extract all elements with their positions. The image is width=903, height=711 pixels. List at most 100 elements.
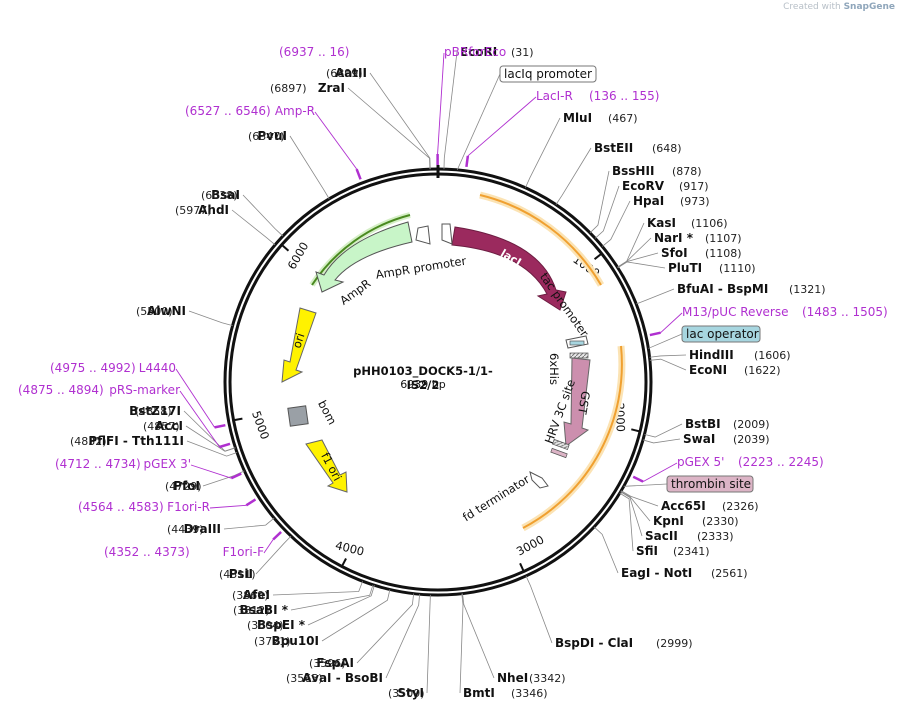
site-leader-line: [183, 410, 236, 452]
lac-operator-mark: [569, 340, 585, 346]
site-name: BsaI: [211, 188, 240, 202]
boxed-leader: [648, 333, 683, 349]
site-position: (2039): [733, 433, 770, 446]
site-position: (1108): [705, 247, 742, 260]
primer-leader: [642, 462, 678, 482]
bom-label: bom: [315, 398, 339, 427]
site-name: Bpu10I: [272, 634, 319, 648]
site-leader-line: [589, 170, 610, 234]
fd-terminator-label: fd terminator: [460, 472, 532, 524]
lac-operator-box: [681, 325, 761, 343]
primer-leader: [314, 111, 357, 170]
site-leader-line: [649, 358, 687, 371]
tick-mark: [340, 558, 347, 567]
site-position: (4439): [167, 523, 204, 536]
site-name: BsaBI *: [240, 603, 289, 617]
site-name: KasI: [647, 216, 676, 230]
site-leader-line: [443, 51, 458, 170]
ampr-feature-arrow: [315, 221, 413, 293]
site-leader-line: [385, 594, 421, 679]
site-leader-line: [272, 581, 363, 596]
site-leader-line: [619, 492, 634, 552]
primer-leader: [437, 52, 445, 155]
site-leader-line: [356, 593, 415, 664]
site-position: (3342): [529, 672, 566, 685]
tac-promoter-label: tac promoter: [537, 270, 592, 340]
site-leader-line: [307, 585, 375, 626]
site-position: (3869): [232, 589, 269, 602]
primer-mark: [465, 155, 470, 168]
site-name: PsiI: [229, 567, 253, 581]
site-position: (4857): [143, 420, 180, 433]
site-position: (4832): [70, 435, 107, 448]
orange-arc-1: [479, 194, 602, 286]
site-name: AfeI: [243, 588, 270, 602]
primer-range: (2223 .. 2245): [738, 455, 824, 469]
site-leader-line: [369, 72, 431, 170]
site-leader-line: [202, 470, 245, 487]
site-position: (2333): [697, 530, 734, 543]
site-position: (6347): [248, 130, 285, 143]
site-position: (2999): [656, 637, 693, 650]
lacIq-promoter-box: [499, 65, 597, 83]
primer-leader: [190, 464, 232, 479]
gst-label: GST: [575, 390, 593, 416]
tick-label: 6000: [285, 239, 312, 271]
site-position: (1606): [754, 349, 791, 362]
his-tag-label: 6xHis: [547, 353, 561, 385]
ampr-label: AmpR: [337, 276, 373, 308]
site-name: BfuAI - BspMI: [677, 282, 768, 296]
site-name: NarI *: [654, 231, 694, 245]
site-name: SfiI: [636, 544, 658, 558]
primer-name: F1ori-R: [167, 500, 210, 514]
site-position: (1106): [691, 217, 728, 230]
site-leader-line: [620, 491, 643, 537]
primer-range: (4875 .. 4894): [18, 383, 104, 397]
plasmid-size: 6939 bp: [400, 378, 446, 391]
site-name: AvaI - BsoBI: [302, 671, 383, 685]
site-name: BstEII: [594, 141, 633, 155]
lacIq-promoter-box-text: lacIq promoter: [504, 67, 592, 81]
site-leader-line: [642, 438, 681, 444]
primer-name: LacI-R: [536, 89, 573, 103]
tick-mark: [281, 244, 290, 252]
watermark-prefix: Created with: [783, 2, 841, 12]
site-leader-line: [242, 194, 284, 237]
site-name: FspAI: [316, 656, 354, 670]
site-position: (5500): [136, 305, 173, 318]
site-leader-line: [593, 526, 619, 574]
site-name: BstZ17I: [129, 404, 181, 418]
site-name: KpnI: [653, 514, 684, 528]
site-leader-line: [617, 252, 659, 268]
site-position: (6038): [201, 189, 238, 202]
site-leader-line: [185, 425, 236, 452]
site-leader-line: [290, 584, 374, 611]
primer-leader: [263, 539, 274, 554]
primer-mark: [632, 475, 644, 483]
site-position: (2009): [733, 418, 770, 431]
site-leader-line: [620, 490, 651, 522]
primer-name: pRS-marker: [109, 383, 180, 397]
tick-mark: [519, 562, 525, 572]
site-name: AlwNI: [147, 304, 186, 318]
watermark-brand: SnapGene: [843, 2, 895, 12]
primer-name: pGEX 5': [677, 455, 724, 469]
site-name: PfoI: [173, 479, 200, 493]
site-name: HindIII: [689, 348, 734, 362]
site-leader-line: [186, 440, 238, 457]
site-name: BstBI: [685, 417, 721, 431]
boxed-leader: [623, 483, 668, 487]
site-leader-line: [255, 535, 292, 575]
site-leader-line: [462, 593, 495, 679]
lac-operator-box-text: lac operator: [686, 327, 759, 341]
lacI-feature-arrow: [451, 226, 567, 311]
primer-leader: [660, 312, 683, 334]
site-name: HpaI: [633, 194, 664, 208]
site-position: (1622): [744, 364, 781, 377]
site-position: (4729): [165, 480, 202, 493]
hrv-3c-mark: [552, 438, 570, 451]
primer-range: (4352 .. 4373): [104, 545, 190, 559]
boxed-leader: [456, 73, 501, 171]
f1-ori-feature-arrow: [305, 439, 348, 493]
plasmid-name: pHH0103_DOCK5-1/1-IS2/2: [353, 364, 493, 392]
